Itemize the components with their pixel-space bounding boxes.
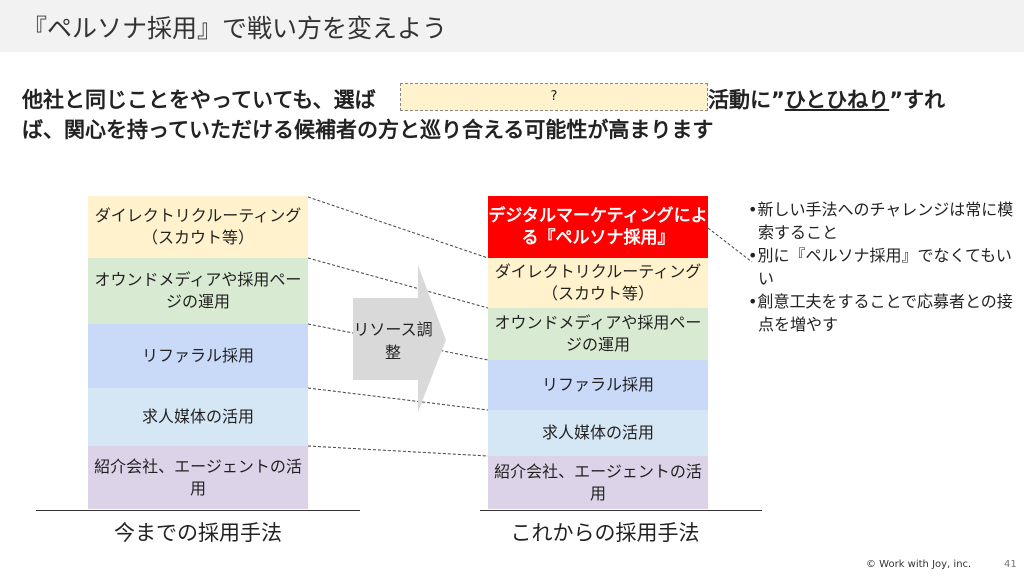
- left-item-agency: 紹介会社、エージェントの活用: [88, 446, 308, 509]
- right-label: これからの採用手法: [510, 521, 700, 545]
- right-item-direct: ダイレクトリクルーティング（スカウト等）: [488, 258, 708, 308]
- right-item-job-ads: 求人媒体の活用: [488, 410, 708, 456]
- left-label: 今までの採用手法: [114, 521, 282, 545]
- page-number: 41: [1004, 559, 1017, 570]
- right-item-referral: リファラル採用: [488, 360, 708, 410]
- title-bar: [0, 0, 1024, 52]
- left-item-job-ads: 求人媒体の活用: [88, 388, 308, 446]
- left-baseline: [36, 510, 360, 511]
- hidden-text-placeholder[interactable]: ?: [400, 83, 708, 111]
- emphasis-text: ひとひねり: [784, 88, 890, 112]
- copyright: © Work with Joy, inc.: [866, 559, 972, 570]
- left-item-referral: リファラル採用: [88, 324, 308, 388]
- body-line-1: 他社と同じことをやっていても、選ば: [22, 84, 376, 114]
- arrow-shape: [353, 265, 446, 412]
- arrow-label: リソース調整: [353, 320, 433, 362]
- right-item-persona: デジタルマーケティングによる『ペルソナ採用』: [488, 196, 708, 258]
- text: ”すれ: [889, 88, 945, 112]
- left-item-direct: ダイレクトリクルーティング（スカウト等）: [88, 196, 308, 258]
- right-baseline: [480, 510, 762, 511]
- left-item-owned: オウンドメディアや採用ページの運用: [88, 258, 308, 324]
- bullet-item: •創意工夫をすることで応募者との接点を増やす: [748, 292, 1013, 334]
- right-item-agency: 紹介会社、エージェントの活用: [488, 456, 708, 509]
- bullet-item: •別に『ペルソナ採用』でなくてもいい: [748, 246, 1012, 288]
- body-line-2: ば、関心を持っていただける候補者の方と巡り合える可能性が高まります: [22, 118, 714, 142]
- slide-title: 『ペルソナ採用』で戦い方を変えよう: [22, 14, 448, 43]
- text: 他社と同じことをやっていても、選ば: [22, 88, 376, 112]
- text: 活動に”: [708, 88, 785, 112]
- body-line-1-end: 活動に”ひとひねり”すれ: [708, 84, 945, 114]
- bullet-item: •新しい手法へのチャレンジは常に模索すること: [748, 200, 1014, 242]
- right-item-owned: オウンドメディアや採用ページの運用: [488, 308, 708, 360]
- bullet-list: •新しい手法へのチャレンジは常に模索すること •別に『ペルソナ採用』でなくてもい…: [748, 198, 1018, 336]
